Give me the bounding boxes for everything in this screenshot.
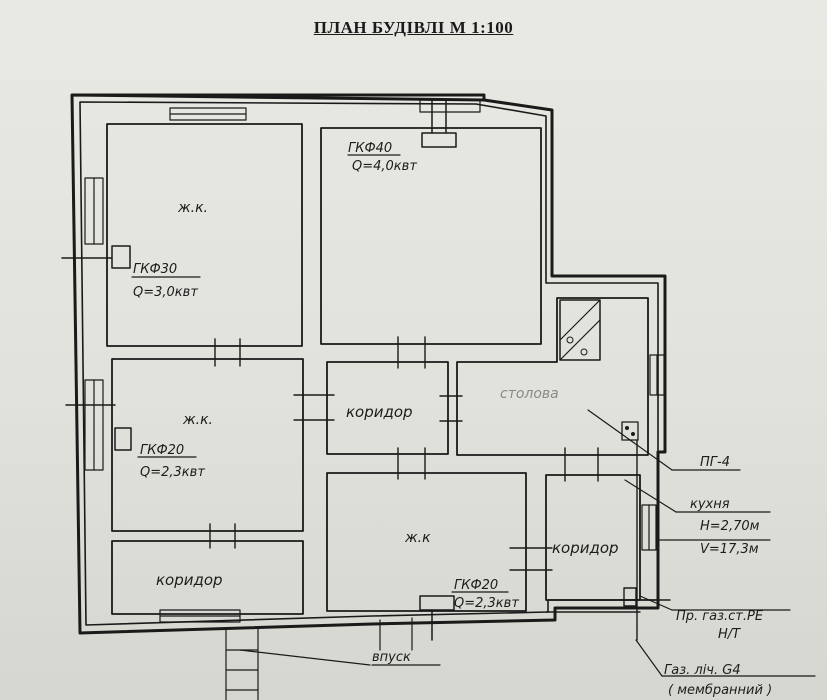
gas-pipe xyxy=(545,439,671,641)
callout-gas-pipe-1: Пр. газ.ст.PE xyxy=(676,609,764,624)
callout-entrance: впуск xyxy=(372,650,411,665)
callout-gas-pipe-2: Н/Т xyxy=(718,627,741,642)
callout-kitchen-h: Н=2,70м xyxy=(700,519,760,534)
heater-gkf20-bottom-power: Q=2,3квт xyxy=(454,596,519,611)
heater-gkf30-name: ГКФ30 xyxy=(133,262,177,277)
kitchen-stove-box xyxy=(559,299,601,361)
label-living-top-left: ж.к. xyxy=(177,200,208,216)
heater-gkf20-left-name: ГКФ20 xyxy=(140,443,184,458)
room-corridor-center xyxy=(326,361,449,455)
outer-wall xyxy=(70,93,667,635)
entrance-steps xyxy=(225,617,413,700)
callout-pg4: ПГ-4 xyxy=(700,455,730,470)
heater-gkf40-name: ГКФ40 xyxy=(348,141,392,156)
heaters xyxy=(61,99,457,641)
label-living-bottom-mid: ж.к xyxy=(404,530,431,546)
label-corridor-center: коридор xyxy=(346,403,413,421)
callout-meter-1: Газ. ліч. G4 xyxy=(664,663,741,678)
label-living-mid-left: ж.к. xyxy=(182,412,213,428)
doors xyxy=(209,336,599,571)
windows xyxy=(84,99,665,623)
label-corridor-bottom-left: коридор xyxy=(156,571,223,589)
heater-gkf20-bottom-name: ГКФ20 xyxy=(454,578,498,593)
room-living-bottom-mid xyxy=(326,472,527,612)
room-dining xyxy=(456,297,649,456)
callout-meter-2: ( мембранний ) xyxy=(668,683,772,698)
room-corridor-bottom-left xyxy=(111,540,304,615)
room-living-top-left xyxy=(106,123,303,347)
room-corridor-right xyxy=(545,474,641,601)
heater-gkf40-power: Q=4,0квт xyxy=(352,159,417,174)
callout-kitchen-title: кухня xyxy=(690,497,730,512)
room-living-mid-left xyxy=(111,358,304,532)
callout-kitchen-v: V=17,3м xyxy=(700,542,759,557)
heater-gkf30-power: Q=3,0квт xyxy=(133,285,198,300)
room-top-right xyxy=(320,127,542,345)
pg4-stove xyxy=(621,421,639,441)
leader-lines xyxy=(131,154,816,677)
label-corridor-right: коридор xyxy=(552,539,619,557)
heater-gkf20-left-power: Q=2,3квт xyxy=(140,465,205,480)
label-dining: столова xyxy=(500,386,559,402)
plan-title: ПЛАН БУДІВЛІ М 1:100 xyxy=(313,18,514,37)
